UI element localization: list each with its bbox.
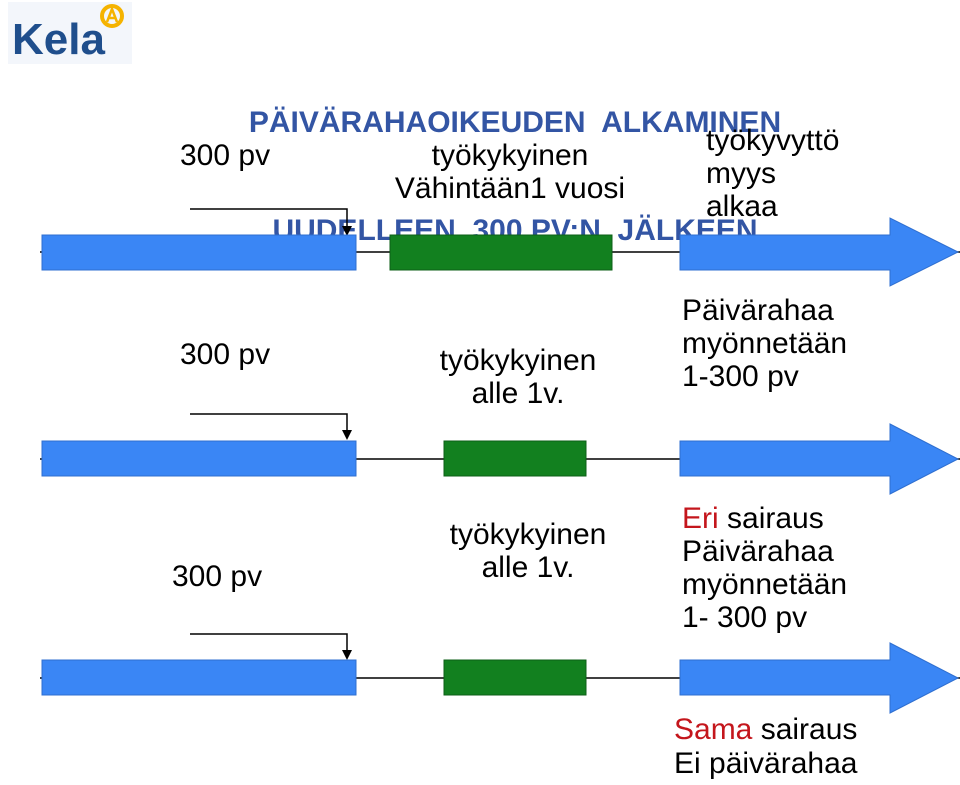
pointer-2 (190, 413, 348, 430)
row-3-days: 300 pv (172, 560, 263, 593)
row-1-note-line-2: myys (706, 157, 776, 190)
kela-logo: Kela (8, 2, 132, 64)
row-3-note-line-1: Eri sairaus (682, 502, 847, 535)
row-2-days: 300 pv (180, 338, 271, 371)
footer-line-2: Ei päivärahaa (674, 747, 858, 780)
row-1-note: työkyvyttö myys alkaa (706, 124, 839, 223)
blue-bar-1 (41, 234, 357, 271)
timeline-row-2 (40, 413, 960, 495)
footer-red-word: Sama (674, 713, 753, 746)
row-3-work-label: työkykyinen alle 1v. (410, 518, 646, 584)
green-bar-2 (443, 440, 587, 477)
footer-rest: sairaus (752, 713, 858, 746)
row-1-note-line-3: alkaa (706, 190, 778, 223)
row-1-work-line-2: Vähintään1 vuosi (394, 172, 626, 205)
footer-line-1: Sama sairaus (674, 713, 857, 747)
row-2-note-line-3: 1-300 pv (682, 360, 799, 393)
timeline-row-3 (40, 633, 960, 714)
footer-note: Sama sairaus Ei päivärahaa (674, 713, 857, 781)
row-2-note: Päivärahaa myönnetään 1-300 pv (682, 294, 847, 393)
row-2-work-label: työkykyinen alle 1v. (400, 344, 636, 410)
pointer-1 (190, 208, 348, 226)
pointer-1-head (342, 226, 352, 236)
pointer-3-head (342, 650, 352, 660)
logo-text: Kela (12, 15, 105, 64)
row-3-work-line-2: alle 1v. (481, 551, 575, 584)
row-3-note-line-4: 1- 300 pv (682, 601, 808, 634)
pointer-2-head (342, 430, 352, 440)
arrow-3 (679, 642, 960, 714)
row-2-work-line-1: työkykyinen (439, 344, 597, 377)
row-1-days: 300 pv (180, 139, 271, 172)
row-3-note-line-2: Päivärahaa (682, 535, 834, 568)
row-3-note-red-word: Eri (682, 502, 719, 535)
row-2-work-line-2: alle 1v. (471, 377, 565, 410)
arrow-1 (679, 217, 960, 287)
pointer-3 (190, 633, 348, 650)
green-bar-1 (389, 234, 613, 271)
row-3-work-line-1: työkykyinen (449, 518, 607, 551)
row-1-note-line-1: työkyvyttö (706, 124, 840, 157)
row-3-note: Eri sairaus Päivärahaa myönnetään 1- 300… (682, 502, 847, 634)
row-2-note-line-2: myönnetään (682, 327, 848, 360)
green-bar-3 (443, 659, 587, 696)
row-2-note-line-1: Päivärahaa (682, 294, 834, 327)
blue-bar-2 (41, 440, 357, 477)
title-line-1: PÄIVÄRAHAOIKEUDEN ALKAMINEN (248, 106, 782, 139)
row-3-note-line-3: myönnetään (682, 568, 848, 601)
timeline-row-1 (40, 208, 960, 287)
row-1-work-line-1: työkykyinen (431, 139, 589, 172)
row-3-note-first-rest: sairaus (718, 502, 824, 535)
arrow-2 (679, 423, 960, 495)
row-1-work-label: työkykyinen Vähintään1 vuosi (360, 139, 660, 205)
blue-bar-3 (41, 659, 357, 696)
